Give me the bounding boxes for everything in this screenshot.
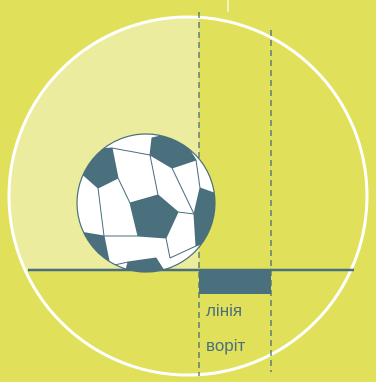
goal-line-section: [199, 270, 271, 294]
label-line: лінія: [206, 301, 242, 320]
zoom-circle: [7, 15, 369, 377]
label-goal: воріт: [206, 336, 246, 355]
